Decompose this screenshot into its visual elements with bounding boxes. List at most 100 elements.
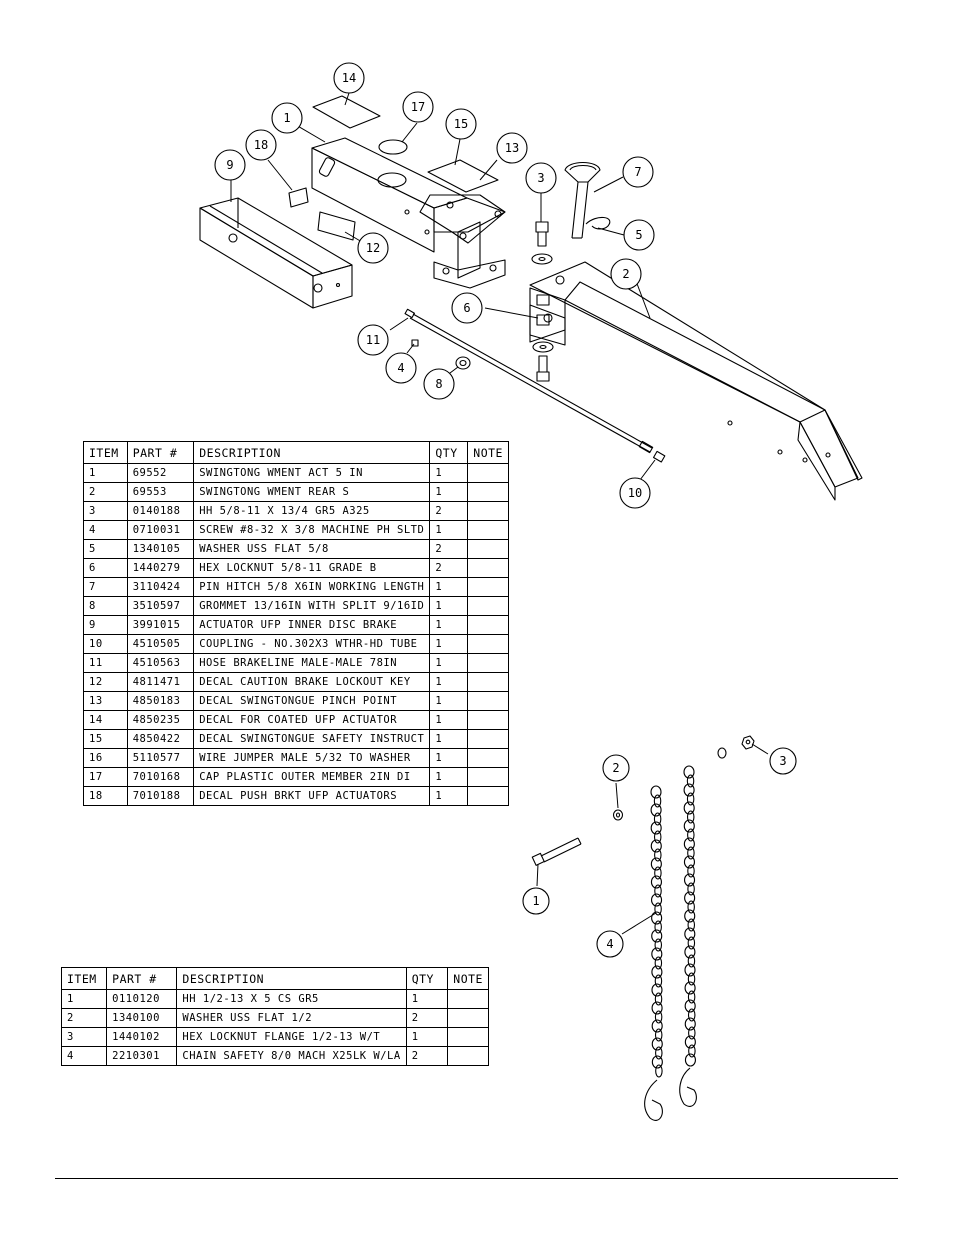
chain-link xyxy=(687,864,695,878)
chain-link xyxy=(684,1035,696,1049)
chain-link xyxy=(683,819,695,833)
washer-5-upper-hole xyxy=(538,256,546,262)
cell-note xyxy=(467,691,509,711)
chain-link xyxy=(653,830,662,844)
cell-part-number: 3110424 xyxy=(126,577,195,597)
callout-5: 5 xyxy=(623,219,655,251)
cell-description: SWINGTONG WMENT REAR S xyxy=(193,482,431,502)
cell-item: 12 xyxy=(83,672,128,692)
chain-link xyxy=(687,972,696,986)
cell-description: SCREW #8-32 X 3/8 MACHINE PH SLTD xyxy=(193,520,431,540)
cell-note xyxy=(447,1027,489,1047)
callout-circle xyxy=(385,352,417,384)
header-description: DESCRIPTION xyxy=(176,967,407,990)
callout-14: 14 xyxy=(333,62,365,94)
cell-note xyxy=(467,501,509,521)
callout-6: 6 xyxy=(451,292,483,324)
cell-qty: 1 xyxy=(429,463,469,483)
chain-link xyxy=(650,839,662,853)
cell-part-number: 1340105 xyxy=(126,539,195,559)
header-qty: QTY xyxy=(429,441,469,464)
cell-qty: 1 xyxy=(429,672,469,692)
locknut-3-lower-hole xyxy=(745,739,751,745)
chain-link xyxy=(650,875,663,889)
chain-link xyxy=(687,918,696,932)
nut-6-lower xyxy=(536,314,550,326)
callout-label: 18 xyxy=(254,138,268,152)
chain-link xyxy=(651,965,663,979)
chain-link xyxy=(683,855,696,869)
chain-link xyxy=(654,992,663,1006)
callout-9: 9 xyxy=(214,149,246,181)
decal-12-shape xyxy=(317,211,356,241)
cell-item: 16 xyxy=(83,748,128,768)
callout-circle xyxy=(423,368,455,400)
washer-2-lower-part-b xyxy=(717,747,727,759)
chain-link xyxy=(683,801,695,815)
cell-part-number: 4850183 xyxy=(126,691,195,711)
cell-note xyxy=(467,729,509,749)
cell-qty: 1 xyxy=(429,691,469,711)
safety-chain-left xyxy=(644,785,663,1121)
chain-link xyxy=(686,774,695,788)
hex-bolt-lower-part xyxy=(531,837,582,866)
header-description: DESCRIPTION xyxy=(193,441,431,464)
chain-link xyxy=(684,909,696,923)
chain-link xyxy=(650,857,662,871)
washer-2-lower-part xyxy=(612,809,624,821)
locknut-3-lower-part xyxy=(741,735,755,750)
callout-7: 7 xyxy=(622,156,654,188)
callout-label: 14 xyxy=(342,71,356,85)
safety-chain-right xyxy=(679,765,697,1107)
cell-qty: 1 xyxy=(429,710,469,730)
chain-link xyxy=(653,812,662,826)
cell-description: CAP PLASTIC OUTER MEMBER 2IN DI xyxy=(193,767,431,787)
cell-part-number: 1340100 xyxy=(106,1008,178,1028)
chain-link xyxy=(687,954,696,968)
callout-label: 4 xyxy=(397,361,404,375)
cell-description: DECAL SWINGTONGUE SAFETY INSTRUCT xyxy=(193,729,431,749)
decal-14-shape xyxy=(312,95,381,129)
cell-part-number: 7010188 xyxy=(126,786,195,806)
decal-15-shape xyxy=(427,159,499,193)
cell-item: 5 xyxy=(83,539,128,559)
cell-part-number: 4510505 xyxy=(126,634,195,654)
grommet-8-hole xyxy=(459,359,467,367)
cell-description: COUPLING - NO.302X3 WTHR-HD TUBE xyxy=(193,634,431,654)
cell-qty: 1 xyxy=(429,767,469,787)
cell-item: 3 xyxy=(83,501,128,521)
hitch-pin-part xyxy=(564,161,611,239)
callout-2: 2 xyxy=(602,754,630,782)
callout-circle xyxy=(596,930,624,958)
cell-item: 11 xyxy=(83,653,128,673)
chain-link xyxy=(684,1017,696,1031)
callout-circle xyxy=(610,258,642,290)
chain-link xyxy=(650,821,662,835)
cell-description: WIRE JUMPER MALE 5/32 TO WASHER xyxy=(193,748,431,768)
cell-note xyxy=(467,672,509,692)
chain-link xyxy=(655,1064,663,1078)
actuator-weldment-part xyxy=(311,137,506,289)
cell-part-number: 69552 xyxy=(126,463,195,483)
callout-label: 3 xyxy=(537,171,544,185)
chain-link xyxy=(688,1044,696,1058)
callout-circle xyxy=(357,232,389,264)
callout-label: 1 xyxy=(532,894,539,908)
callout-circle xyxy=(445,108,477,140)
callout-circle xyxy=(271,102,303,134)
header-item: ITEM xyxy=(60,967,108,990)
cell-note xyxy=(467,596,509,616)
callout-circle xyxy=(525,162,557,194)
chain-link xyxy=(654,974,663,988)
callout-label: 11 xyxy=(366,333,380,347)
callout-label: 12 xyxy=(366,241,380,255)
chain-link xyxy=(687,882,695,896)
cell-description: WASHER USS FLAT 5/8 xyxy=(193,539,431,559)
callout-label: 2 xyxy=(612,761,619,775)
washer-5-lower xyxy=(532,341,554,353)
